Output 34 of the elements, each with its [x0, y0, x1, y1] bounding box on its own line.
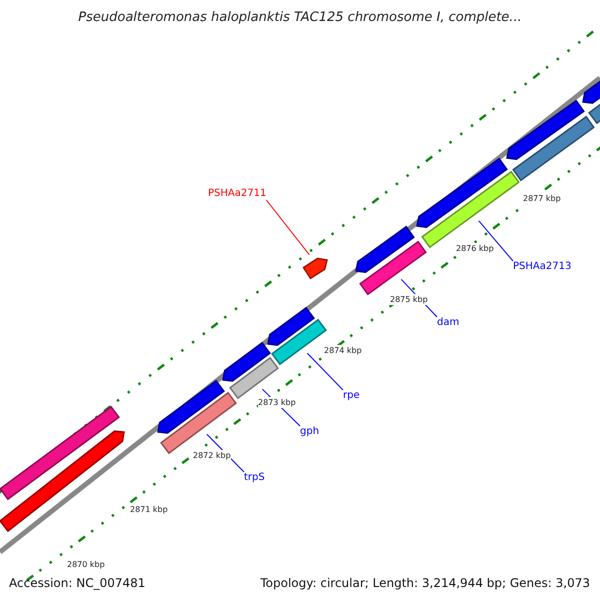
tick-label: 2871 kbp: [130, 504, 168, 515]
gene-feature: [0, 406, 120, 500]
gene-feature: [582, 80, 600, 104]
tick-label: 2874 kbp: [324, 345, 362, 356]
gene-label: PSHAa2713: [513, 261, 572, 273]
gene-feature: [222, 342, 271, 382]
gene-feature: [157, 380, 225, 434]
gene-label: gph: [300, 426, 320, 438]
gene-feature: [359, 240, 427, 296]
tick-label: 2872 kbp: [193, 450, 231, 461]
leader-line: [306, 352, 344, 390]
gene-feature: [512, 116, 595, 182]
gene-feature: [302, 258, 328, 280]
accession-text: Accession: NC_007481: [9, 576, 146, 591]
gene-label: trpS: [244, 472, 265, 484]
gene-label: dam: [437, 317, 460, 329]
tick-label: 2870 kbp: [67, 559, 105, 570]
gene-feature: [588, 102, 600, 124]
chart-title: Pseudoalteromonas haloplanktis TAC125 chromosome I, complete...: [77, 10, 523, 26]
tick-label: 2876 kbp: [456, 243, 494, 254]
summary-text: Topology: circular; Length: 3,214,944 bp; Genes: 3,073: [260, 576, 590, 591]
gene-feature: [416, 158, 508, 228]
gene-label: rpe: [343, 390, 360, 402]
gene-label: PSHAa2711: [208, 188, 266, 200]
tick-label: 2875 kbp: [390, 294, 428, 305]
leader-line: [266, 200, 310, 256]
gene-feature: [229, 356, 279, 400]
tick-label: 2877 kbp: [523, 193, 561, 204]
gene-feature: [506, 100, 585, 160]
leader-line: [478, 220, 514, 262]
gene-feature: [267, 306, 315, 346]
gene-feature: [355, 226, 415, 273]
tick-label: 2873 kbp: [258, 397, 296, 408]
gene-feature: [0, 430, 125, 532]
